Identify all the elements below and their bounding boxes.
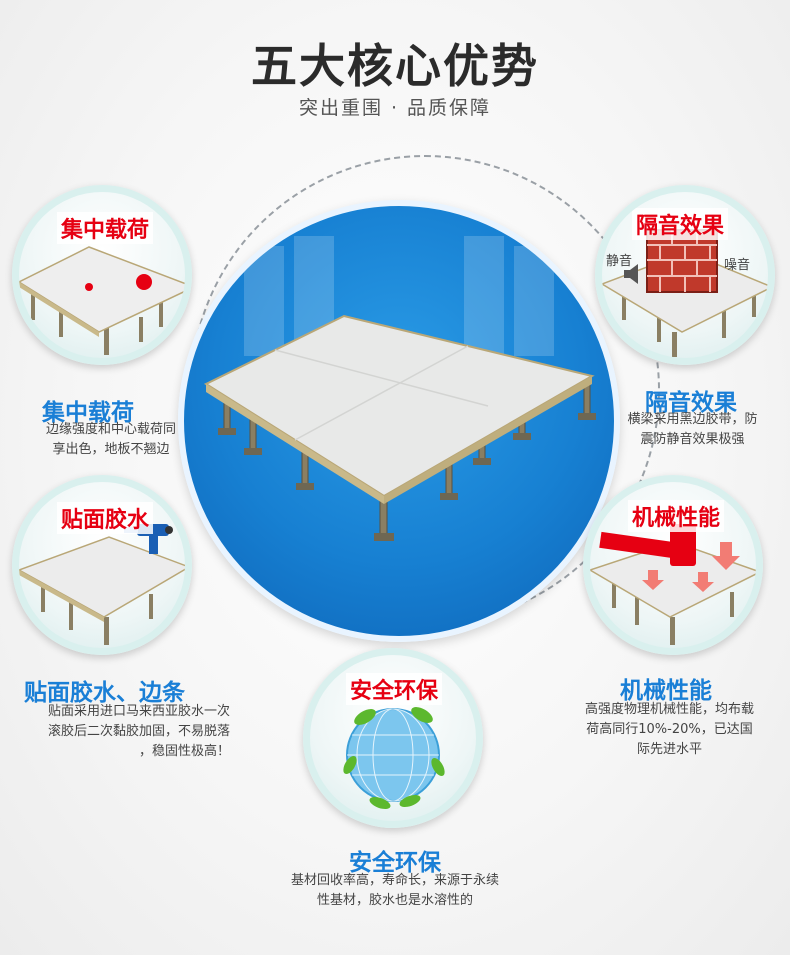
load-point-small (85, 283, 93, 291)
sound-circle-label: 隔音效果 (632, 208, 729, 240)
brick-wall-icon (646, 229, 718, 293)
speaker-icon (624, 264, 638, 284)
raised-floor-illustration (203, 236, 596, 541)
mech-floor-illustration (590, 524, 756, 645)
load-floor-illustration (19, 246, 185, 355)
page-subtitle: 突出重围 · 品质保障 (298, 97, 492, 119)
glue-desc-line3: ，稳固性极高！ (138, 744, 230, 759)
sound-feature-circle: 隔音效果 静音 噪音 (595, 185, 775, 365)
page-title: 五大核心优势 (251, 39, 539, 93)
eco-description: 基材回收率高，寿命长，来源于永续 性基材，胶水也是水溶性的 (0, 871, 790, 911)
hammer-icon (599, 524, 696, 566)
eco-globe-illustration (343, 707, 445, 810)
eco-circle-label: 安全环保 (346, 673, 443, 705)
eco-title: 安全环保 (349, 850, 441, 876)
eco-desc-line2: 性基材，胶水也是水溶性的 (316, 893, 473, 908)
mech-title: 机械性能 (620, 678, 712, 704)
glue-floor-illustration (19, 524, 185, 645)
hero-product-image (178, 200, 620, 642)
eco-feature-circle: 安全环保 (303, 648, 483, 828)
mech-desc-line3: 际先进水平 (636, 742, 702, 757)
glue-description: 贴面采用进口马来西亚胶水一次 滚胶后二次黏胶加固，不易脱落 ，稳固性极高！ (10, 702, 230, 762)
quiet-tag: 静音 (606, 254, 633, 269)
mech-description: 高强度物理机械性能，均布载 荷高同行10%-20%，已达国 际先进水平 (562, 700, 777, 760)
sound-desc-line1: 横梁采用黑边胶带，防 (627, 412, 758, 427)
load-feature-circle: 集中载荷 (12, 185, 192, 365)
sound-floor-illustration (602, 229, 768, 357)
sound-title: 隔音效果 (645, 390, 737, 416)
mech-desc-line2: 荷高同行10%-20%，已达国 (586, 722, 753, 737)
sound-description: 横梁采用黑边胶带，防 震防静音效果极强 (605, 410, 780, 450)
load-circle-label: 集中载荷 (57, 212, 154, 244)
leaf-icons (343, 707, 445, 810)
load-desc-line2: 享出色，地板不翘边 (52, 442, 170, 457)
load-desc-line1: 边缘强度和中心载荷同 (45, 422, 176, 437)
noise-tag: 噪音 (724, 258, 751, 273)
load-point-large (136, 274, 152, 290)
eco-desc-line1: 基材回收率高，寿命长，来源于永续 (290, 873, 499, 888)
globe-icon (346, 708, 440, 802)
glue-feature-circle: 贴面胶水 (12, 475, 192, 655)
load-title: 集中载荷 (42, 400, 134, 426)
glue-title: 贴面胶水、边条 (24, 680, 185, 706)
glue-desc-line1: 贴面采用进口马来西亚胶水一次 (47, 704, 230, 719)
mech-desc-line1: 高强度物理机械性能，均布载 (584, 702, 754, 717)
sound-desc-line2: 震防静音效果极强 (640, 432, 745, 447)
load-description: 边缘强度和中心载荷同 享出色，地板不翘边 (16, 420, 206, 460)
down-arrow-icons (642, 542, 740, 592)
mech-circle-label: 机械性能 (628, 500, 725, 532)
glue-circle-label: 贴面胶水 (57, 502, 154, 534)
glue-desc-line2: 滚胶后二次黏胶加固，不易脱落 (47, 724, 230, 739)
mech-feature-circle: 机械性能 (583, 475, 763, 655)
